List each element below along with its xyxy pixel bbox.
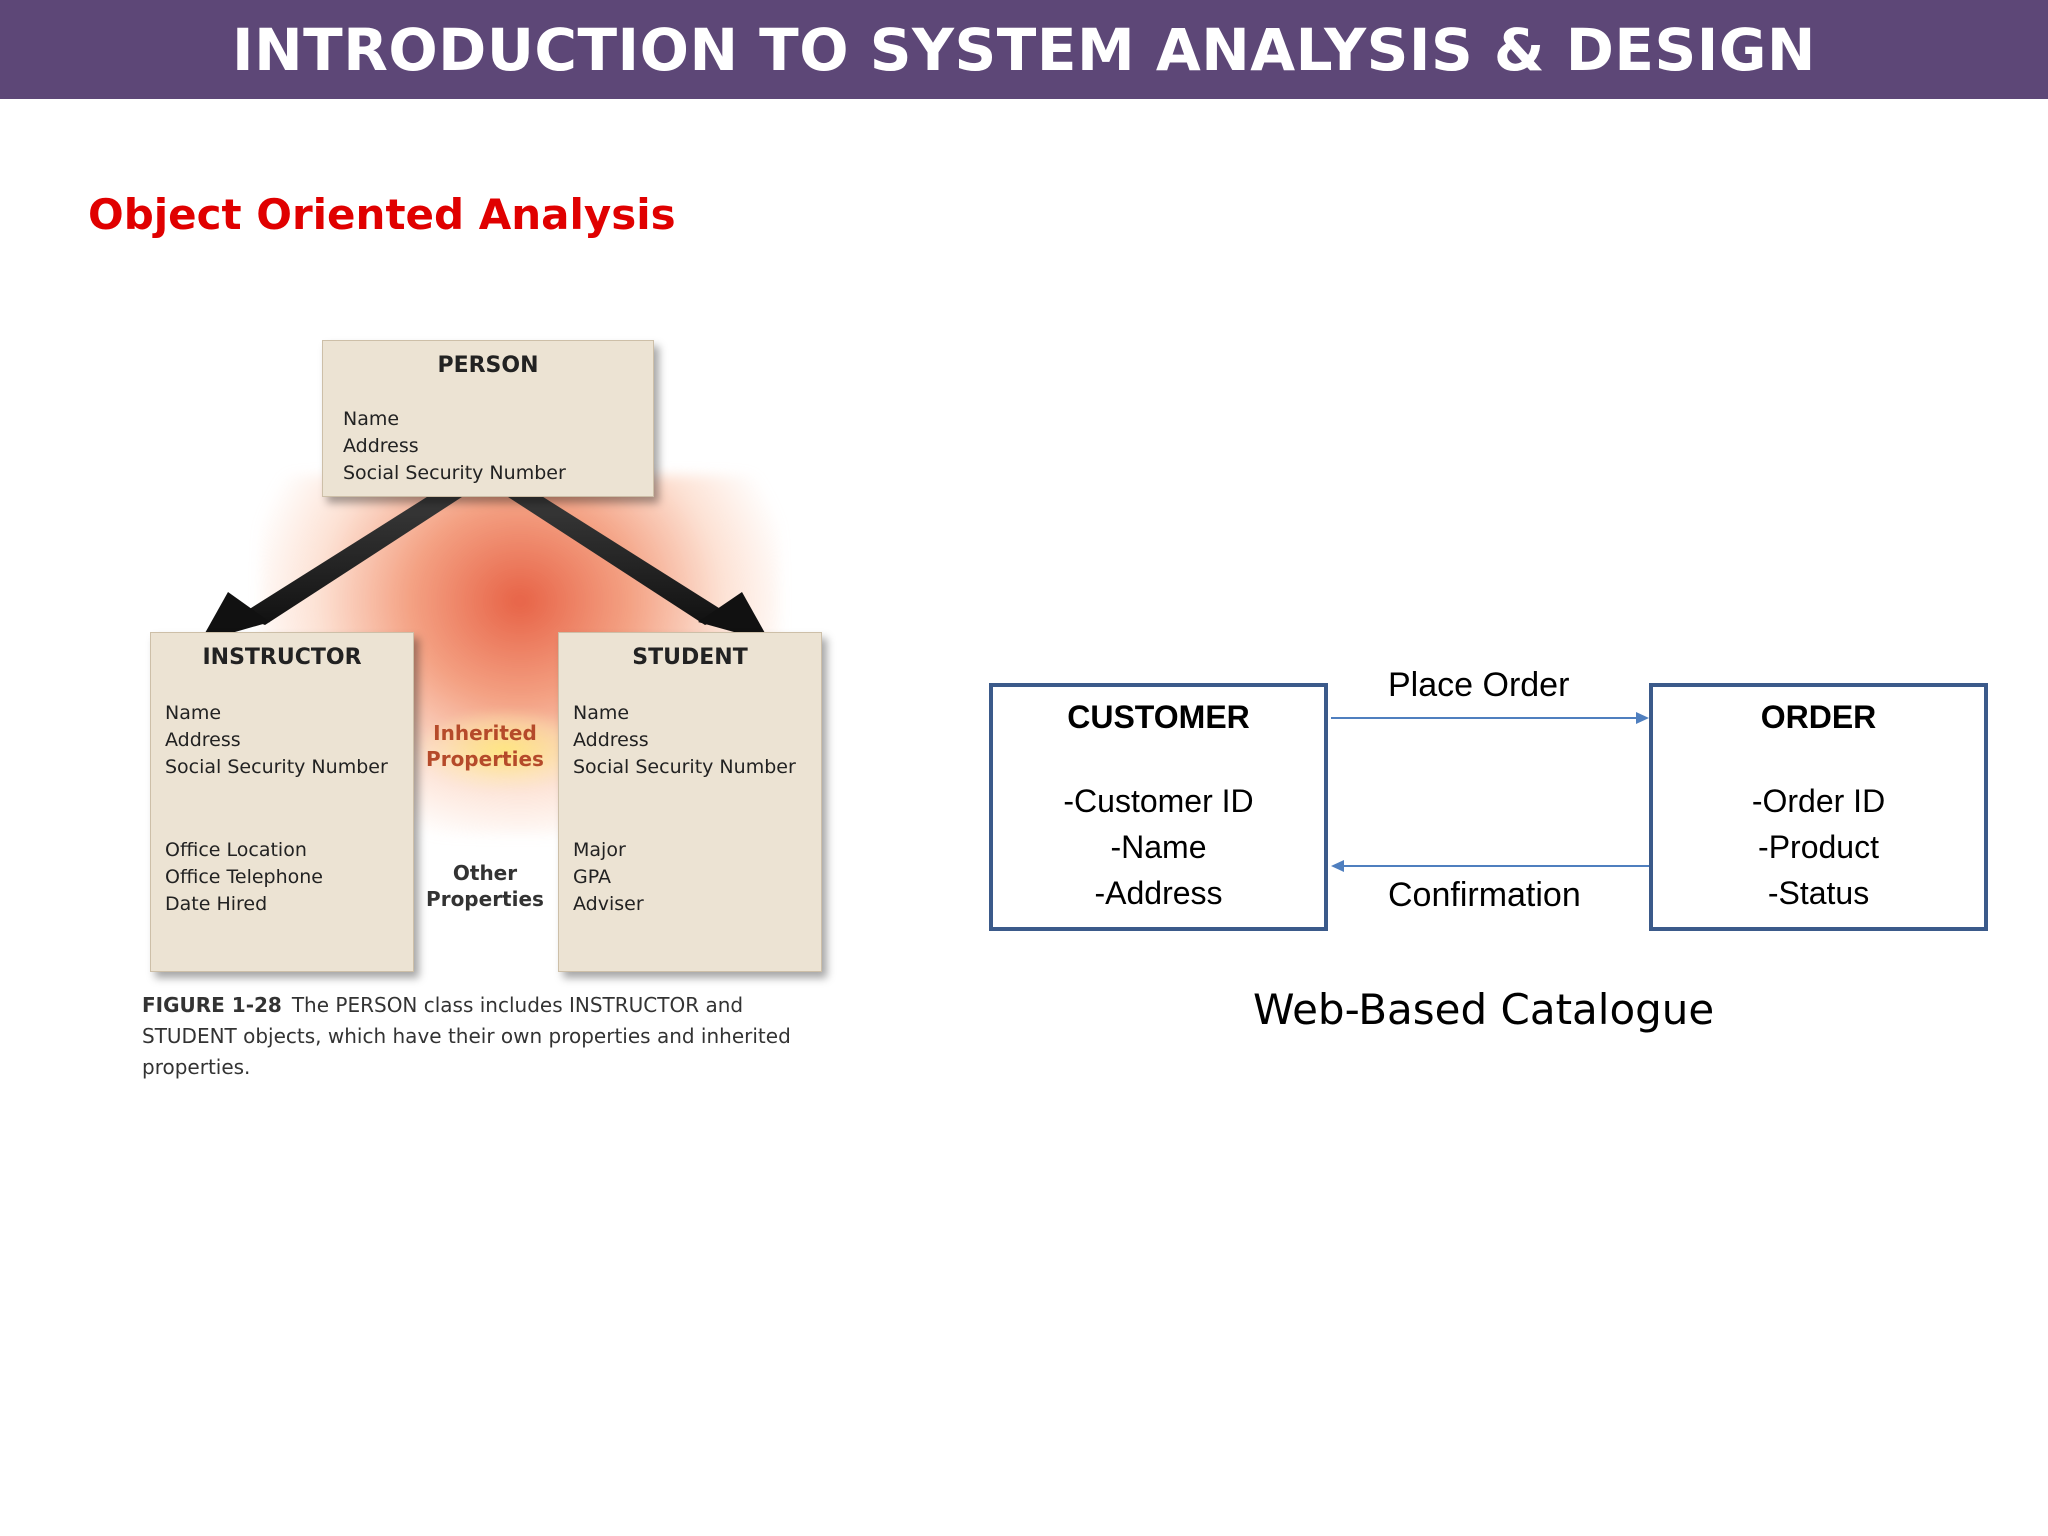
class-title-instructor: INSTRUCTOR <box>202 645 362 670</box>
label-line: Properties <box>426 887 544 911</box>
student-inherited-properties: Name Address Social Security Number <box>573 700 821 781</box>
list-item: -Customer ID <box>1063 783 1254 819</box>
diagram-caption: Web-Based Catalogue <box>1253 985 1715 1034</box>
order-attributes: -Order ID -Product -Status <box>1653 778 1984 916</box>
list-item: Social Security Number <box>165 756 388 778</box>
list-item: Name <box>343 408 400 430</box>
list-item: -Status <box>1767 875 1870 911</box>
list-item: Address <box>573 729 649 751</box>
class-box-student: STUDENT Name Address Social Security Num… <box>558 632 822 972</box>
list-item: -Name <box>1110 829 1207 865</box>
list-item: Date Hired <box>165 893 268 915</box>
list-item: GPA <box>573 866 611 888</box>
inherited-properties-label: Inherited Properties <box>420 720 550 772</box>
section-subtitle: Object Oriented Analysis <box>88 190 676 239</box>
customer-attributes: -Customer ID -Name -Address <box>993 778 1324 916</box>
class-title-person: PERSON <box>437 353 539 378</box>
list-item: Social Security Number <box>343 462 566 484</box>
list-item: Adviser <box>573 893 644 915</box>
list-item: Office Telephone <box>165 866 323 888</box>
header-bar: INTRODUCTION TO SYSTEM ANALYSIS & DESIGN <box>0 0 2048 99</box>
order-entity-box: ORDER -Order ID -Product -Status <box>1649 683 1988 931</box>
label-line: Inherited <box>433 721 537 745</box>
figure-caption-label: FIGURE 1-28 <box>142 993 282 1017</box>
class-box-instructor: INSTRUCTOR Name Address Social Security … <box>150 632 414 972</box>
label-line: Other <box>452 861 518 885</box>
order-title: ORDER <box>1760 699 1877 735</box>
list-item: -Order ID <box>1751 783 1886 819</box>
confirmation-arrow <box>1331 860 1649 872</box>
list-item: Name <box>165 702 222 724</box>
place-order-label: Place Order <box>1388 666 1570 704</box>
label-line: Properties <box>426 747 544 771</box>
list-item: Address <box>343 435 419 457</box>
confirmation-label: Confirmation <box>1388 876 1581 914</box>
class-title-student: STUDENT <box>632 645 748 670</box>
list-item: Address <box>165 729 241 751</box>
instructor-inherited-properties: Name Address Social Security Number <box>165 700 413 781</box>
list-item: Name <box>573 702 630 724</box>
inheritance-arrows <box>200 495 770 642</box>
list-item: -Product <box>1758 829 1879 865</box>
list-item: Office Location <box>165 839 307 861</box>
place-order-arrow <box>1331 712 1649 724</box>
list-item: Major <box>573 839 626 861</box>
slide-title: INTRODUCTION TO SYSTEM ANALYSIS & DESIGN <box>232 15 1816 84</box>
student-own-properties: Major GPA Adviser <box>573 837 821 918</box>
instructor-own-properties: Office Location Office Telephone Date Hi… <box>165 837 413 918</box>
customer-title: CUSTOMER <box>1067 699 1250 735</box>
inheritance-figure: PERSON Name Address Social Security Numb… <box>130 330 830 1090</box>
list-item: Social Security Number <box>573 756 796 778</box>
list-item: -Address <box>1094 875 1223 911</box>
other-properties-label: Other Properties <box>420 860 550 912</box>
figure-caption-text: The PERSON class includes INSTRUCTOR and… <box>142 993 791 1079</box>
customer-entity-box: CUSTOMER -Customer ID -Name -Address <box>989 683 1328 931</box>
person-properties: Name Address Social Security Number <box>343 406 653 487</box>
class-box-person: PERSON Name Address Social Security Numb… <box>322 340 654 497</box>
arrow-to-instructor <box>200 495 465 642</box>
arrow-to-student <box>505 495 770 642</box>
